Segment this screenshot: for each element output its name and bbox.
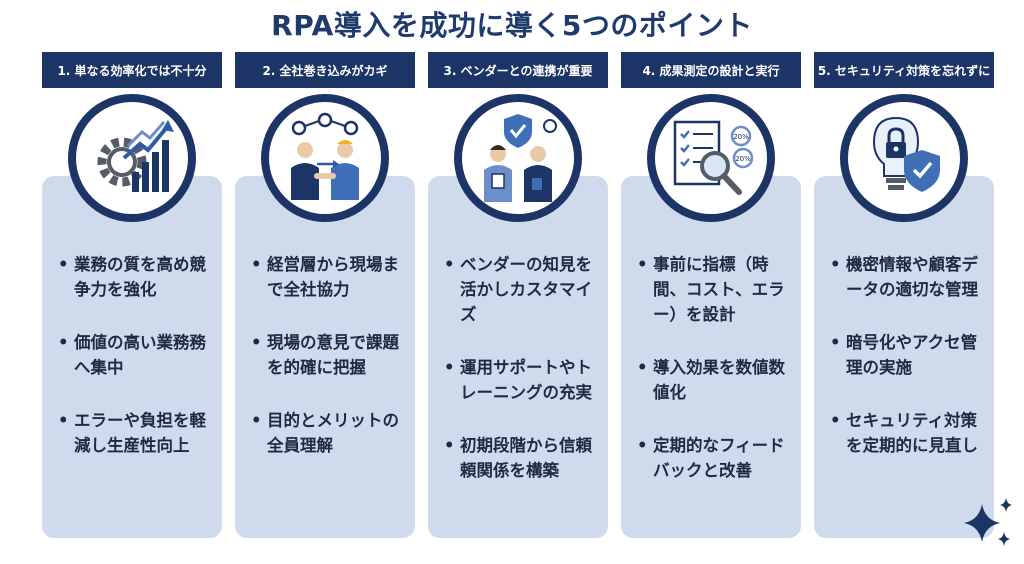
bullet-item: ベンダーの知見を活かしカスタマイズ: [440, 252, 604, 327]
point-column-5: 5. セキュリティ対策を忘れずに 機密情報や顧客データの適切な管理 暗号化やアク…: [814, 52, 994, 538]
bullet-item: 機密情報や顧客データの適切な管理: [826, 252, 990, 302]
vendor-partnership-icon: [454, 94, 582, 222]
point-header-2: 2. 全社巻き込みがカギ: [235, 52, 415, 88]
page-title: RPA導入を成功に導く5つのポイント: [271, 9, 753, 42]
bullet-item: 運用サポートやトレーニングの充実: [440, 355, 604, 405]
percent-label-top: 20%: [733, 133, 749, 141]
bullet-item: 目的とメリットの全員理解: [247, 408, 411, 458]
point-header-5: 5. セキュリティ対策を忘れずに: [814, 52, 994, 88]
percent-label-bottom: 20%: [735, 155, 751, 163]
bullet-item: エラーや負担を軽減し生産性向上: [54, 408, 218, 458]
point-header-4: 4. 成果測定の設計と実行: [621, 52, 801, 88]
point-column-2: 2. 全社巻き込みがカギ 経営層から現場まで全社協力 現場の意見で課題を的確に把…: [235, 52, 415, 538]
bullet-item: 経営層から現場まで全社協力: [247, 252, 411, 302]
point-bullets-1: 業務の質を高め競争力を強化 価値の高い業務務へ集中 エラーや負担を軽減し生産性向…: [54, 252, 218, 458]
bullet-item: セキュリティ対策を定期的に見直し: [826, 408, 990, 458]
lock-shield-icon: [840, 94, 968, 222]
point-bullets-5: 機密情報や顧客データの適切な管理 暗号化やアクセ管理の実施 セキュリティ対策を定…: [826, 252, 990, 458]
bullet-item: 定期的なフィードバックと改善: [633, 433, 797, 483]
gear-growth-chart-icon: [68, 94, 196, 222]
point-bullets-2: 経営層から現場まで全社協力 現場の意見で課題を的確に把握 目的とメリットの全員理…: [247, 252, 411, 458]
point-bullets-4: 事前に指標（時間、コスト、エラー）を設計 導入効果を数値数値化 定期的なフィード…: [633, 252, 797, 483]
handshake-team-icon: [261, 94, 389, 222]
bullet-item: 業務の質を高め競争力を強化: [54, 252, 218, 302]
bullet-item: 初期段階から信頼頼関係を構築: [440, 433, 604, 483]
point-column-1: 1. 単なる効率化では不十分 業務の質を高め競争力を強化 価値の高い業務務へ集中…: [42, 52, 222, 538]
point-header-3: 3. ベンダーとの連携が重要: [428, 52, 608, 88]
point-header-1: 1. 単なる効率化では不十分: [42, 52, 222, 88]
point-column-4: 4. 成果測定の設計と実行 20% 20% 事前に指標（時間、コスト、エラー）を…: [621, 52, 801, 538]
bullet-item: 暗号化やアクセ管理の実施: [826, 330, 990, 380]
checklist-magnifier-icon: 20% 20%: [647, 94, 775, 222]
bullet-item: 事前に指標（時間、コスト、エラー）を設計: [633, 252, 797, 327]
bullet-item: 価値の高い業務務へ集中: [54, 330, 218, 380]
bullet-item: 導入効果を数値数値化: [633, 355, 797, 405]
point-column-3: 3. ベンダーとの連携が重要 ベンダーの知見を活かしカスタマイズ 運用サポートや…: [428, 52, 608, 538]
sparkle-icon: [964, 498, 1012, 546]
point-bullets-3: ベンダーの知見を活かしカスタマイズ 運用サポートやトレーニングの充実 初期段階か…: [440, 252, 604, 483]
bullet-item: 現場の意見で課題を的確に把握: [247, 330, 411, 380]
